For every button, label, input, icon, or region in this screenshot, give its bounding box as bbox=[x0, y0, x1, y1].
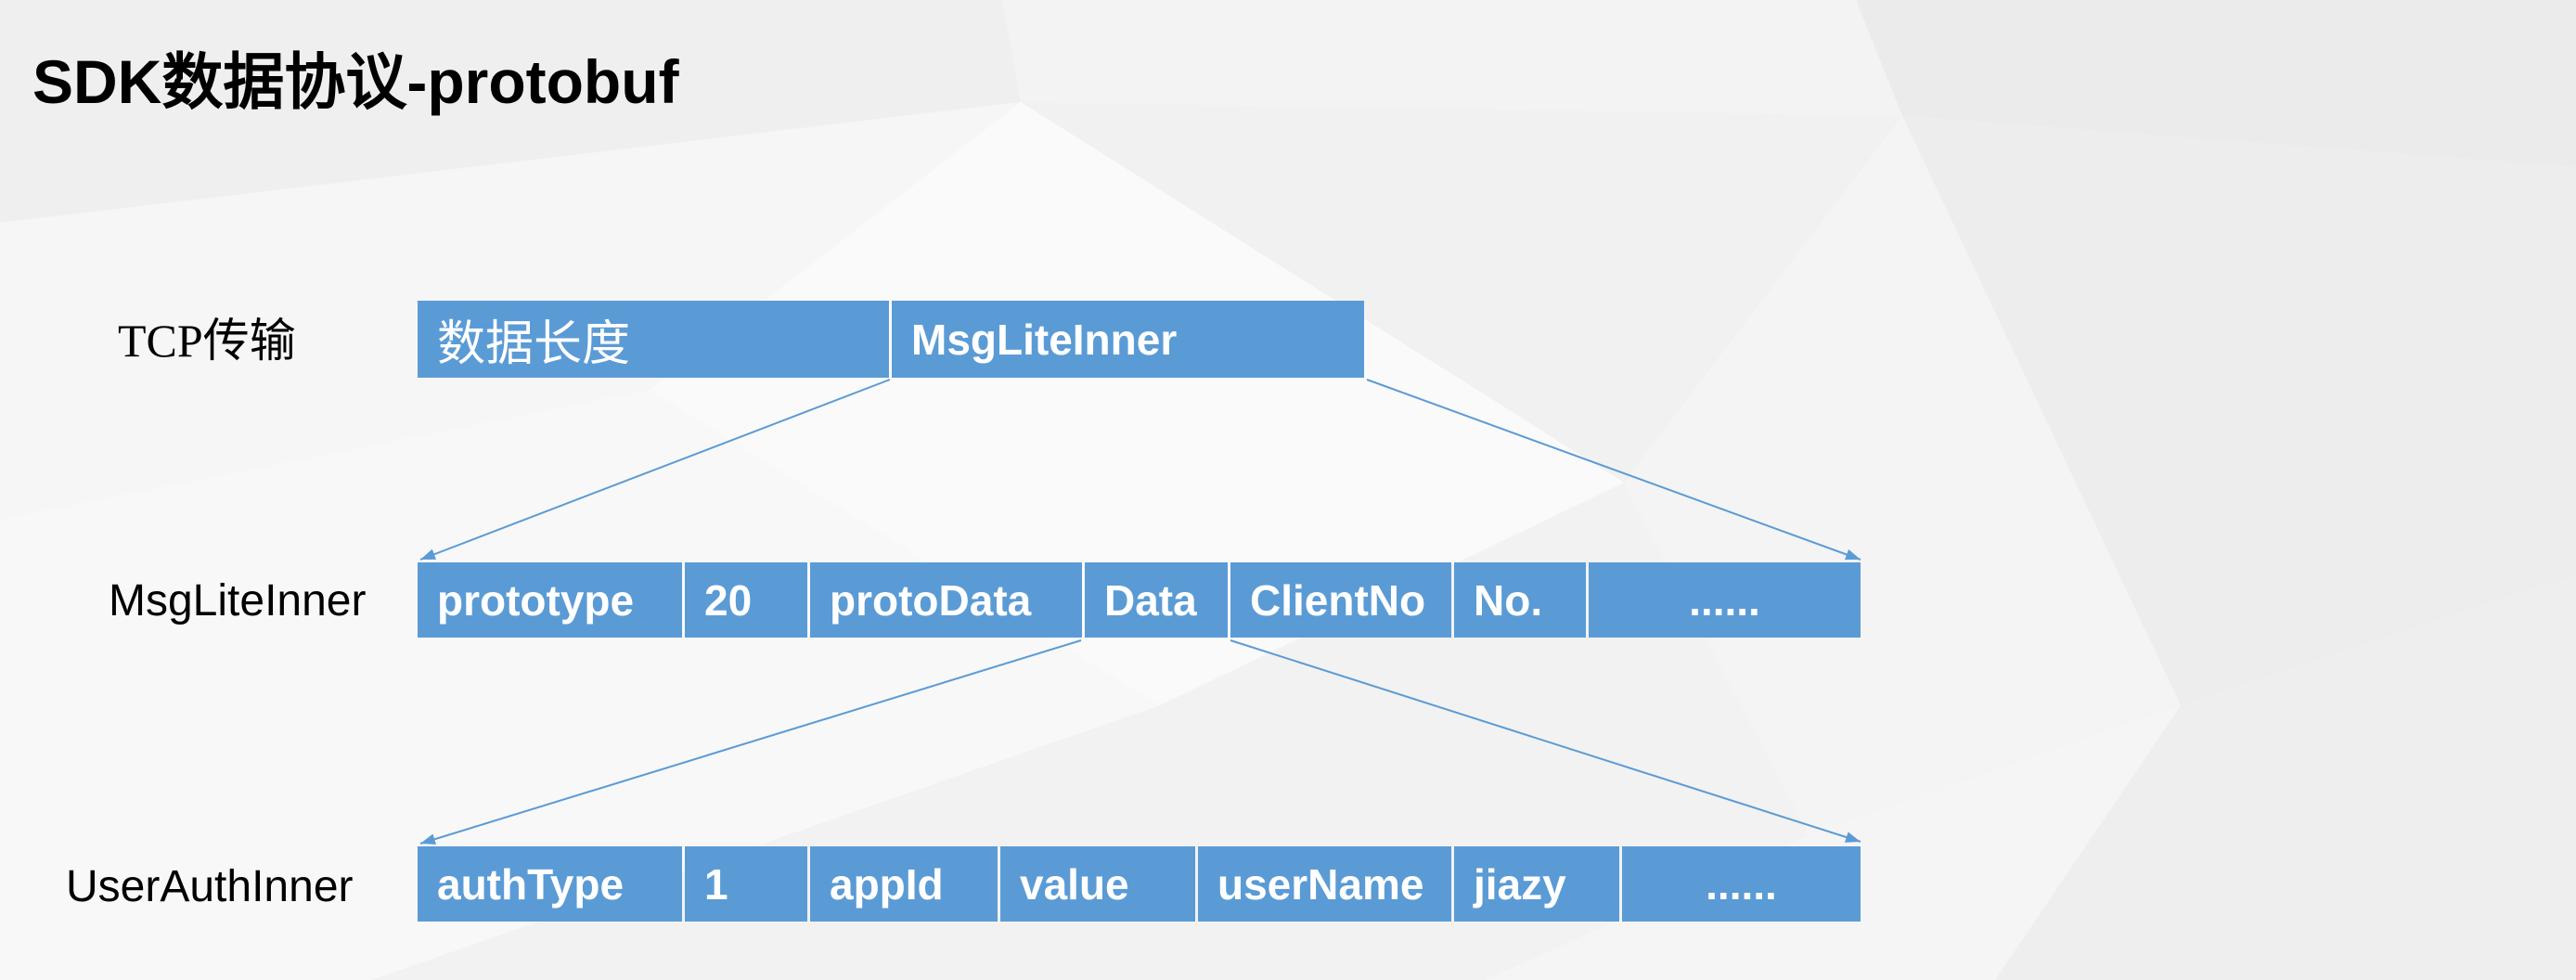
row-label-userauthinner: UserAuthInner bbox=[66, 862, 354, 911]
field-clientno-value: No. bbox=[1454, 562, 1586, 638]
field-msgliteinner: MsgLiteInner bbox=[892, 301, 1364, 378]
field-clientno: ClientNo bbox=[1230, 562, 1451, 638]
field-prototype: prototype bbox=[418, 562, 682, 638]
background-facet bbox=[1856, 0, 2576, 167]
tcp-frame-row: 数据长度 MsgLiteInner bbox=[418, 301, 1364, 378]
slide-title: SDK数据协议-protobuf bbox=[32, 47, 679, 116]
userauthinner-row: authType 1 appId value userName jiazy ..… bbox=[418, 846, 1861, 922]
field-protodata: protoData bbox=[810, 562, 1082, 638]
row-label-msgliteinner: MsgLiteInner bbox=[109, 576, 367, 625]
field-ellipsis: ...... bbox=[1589, 562, 1861, 638]
row-label-tcp: TCP传输 bbox=[118, 315, 296, 367]
msgliteinner-row: prototype 20 protoData Data ClientNo No.… bbox=[418, 562, 1861, 638]
field-prototype-value: 20 bbox=[685, 562, 807, 638]
field-authtype: authType bbox=[418, 846, 682, 922]
background-facet bbox=[1002, 0, 1902, 116]
field-appid-value: value bbox=[1000, 846, 1195, 922]
field-username-value: jiazy bbox=[1454, 846, 1619, 922]
field-appid: appId bbox=[810, 846, 998, 922]
field-data: Data bbox=[1085, 562, 1228, 638]
field-data-length: 数据长度 bbox=[418, 301, 889, 378]
background-facet bbox=[1902, 116, 2576, 705]
background-facet bbox=[0, 0, 1021, 223]
field-username: userName bbox=[1198, 846, 1451, 922]
field-ellipsis: ...... bbox=[1622, 846, 1861, 922]
background-facet bbox=[1995, 575, 2576, 980]
field-authtype-value: 1 bbox=[685, 846, 807, 922]
